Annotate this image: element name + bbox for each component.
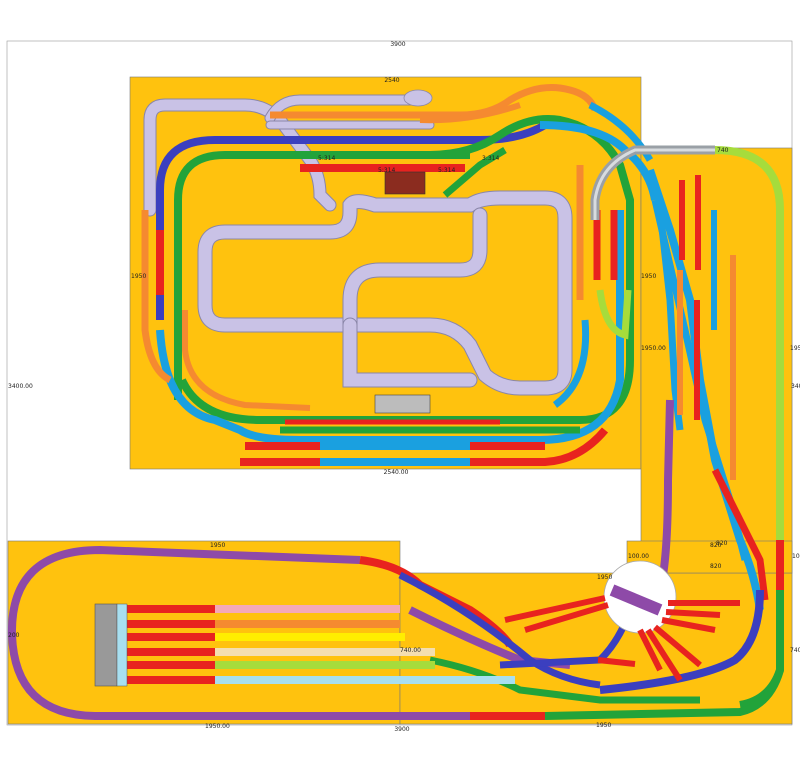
blue-inner-right (552, 319, 590, 408)
dim-right-edge: 1950 (790, 345, 800, 352)
station-building (374, 394, 431, 414)
turntable-bridge (609, 584, 663, 616)
green-lower-loop (429, 656, 700, 704)
purple-diag (408, 606, 571, 669)
roundhouse-fan (504, 595, 740, 682)
orange-left-lower (182, 310, 311, 411)
dim-bottom-width: 3900 (394, 726, 409, 733)
red-right-lower (711, 468, 769, 601)
dim-upper-top: 2540 (384, 77, 399, 84)
dim-upper-right-a: 1950 (641, 273, 656, 280)
green-diag (442, 146, 507, 198)
dim-lower-top: 1950 (210, 542, 225, 549)
dim-upper-right-b: 1950.00 (641, 345, 666, 352)
navy-right-lower (599, 589, 764, 694)
lavender-inner-loop (143, 94, 573, 396)
dim-lower-right-top: 1950 (597, 574, 612, 581)
dim-lower-bottom: 1950.00 (205, 723, 230, 730)
dim-joint-b: 820 (710, 542, 722, 549)
dim-upper-left: 1950 (131, 273, 146, 280)
junction-label-d: 3:314 (482, 155, 499, 162)
dim-left-stub: 200 (8, 632, 20, 639)
blue-right-2 (651, 199, 749, 561)
engine-shed (384, 171, 426, 195)
green-bottom-run (544, 668, 784, 720)
purple-lower-loop (7, 545, 470, 720)
navy-diag (398, 571, 601, 689)
junction-label-c: 5:314 (438, 167, 455, 174)
dim-joint-d: 820 (716, 540, 728, 547)
red-bottom-outer (240, 427, 609, 466)
station-sidings (94, 603, 515, 687)
dim-track-740-b: 740.00 (400, 647, 421, 654)
orange-left (141, 210, 172, 384)
dim-joint-e: 100 (792, 553, 800, 560)
lime-right-siding (596, 289, 632, 340)
dim-upper-bottom: 2540.00 (384, 469, 409, 476)
lower-left-baseboard (7, 540, 401, 725)
dim-left-height: 3400.00 (8, 383, 33, 390)
buffer-stop-end (403, 89, 433, 107)
lime-right-main (714, 146, 784, 540)
junction-label-b: 5:314 (378, 167, 395, 174)
blue-loop (156, 210, 624, 444)
dim-joint-a: 100.00 (628, 553, 649, 560)
dim-track-740-c: 740 (790, 647, 800, 654)
dim-joint-c: 820 (710, 563, 722, 570)
orange-top-siding-2 (419, 102, 521, 124)
dim-right-height: 3400 (791, 383, 800, 390)
dim-track-740-a: 740 (717, 147, 729, 154)
junction-label-a: 5:314 (318, 155, 335, 162)
dim-lower-right-bottom: 1950 (596, 722, 611, 729)
dim-top-width: 3900 (390, 41, 405, 48)
navy-outer-loop (156, 121, 548, 320)
